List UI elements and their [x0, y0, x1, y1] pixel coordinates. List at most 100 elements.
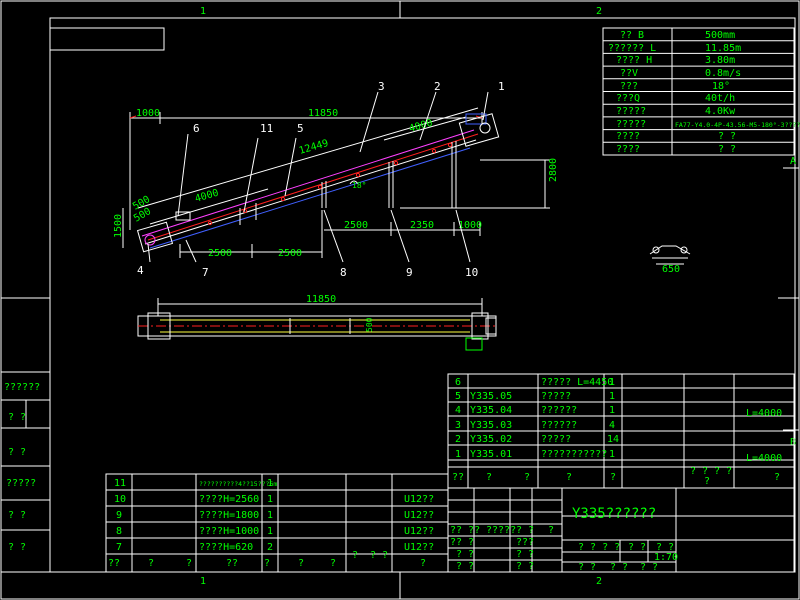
balloon-number: 5: [297, 122, 304, 135]
bom-table-left: 11 ??????????4??15???6m 1 10 ????H=2560 …: [105, 473, 449, 573]
spec-table: ?? B 500mm ?????? L 11.85m ???? H 3.80m …: [602, 27, 800, 156]
margin-label: ??????: [4, 382, 40, 393]
bom-cell: 4: [455, 405, 461, 416]
spec-label: ???Q: [616, 93, 640, 104]
conveyor-plan-view: 11850 500: [137, 294, 497, 351]
bom-table-right: 6 ????? L=4450 1 5 Y335.05 ????? 1 4 Y33…: [447, 373, 795, 489]
bom-header: ??: [108, 558, 120, 569]
dimension-label: 2800: [548, 158, 559, 182]
dimension-label: 11850: [308, 108, 338, 119]
spec-value: 4.0Kw: [705, 106, 736, 117]
bom-header: ? ?: [370, 550, 388, 561]
bom-header: ? ?: [690, 466, 708, 477]
bom-header: ?: [330, 558, 336, 569]
bom-header: ? ?: [714, 466, 732, 477]
title-block-cell: ? ?: [456, 549, 474, 560]
title-block-cell: ? ?: [656, 542, 674, 553]
dimension-label: 2500: [278, 248, 302, 259]
corner-stamp-box: [50, 27, 165, 51]
dimension-label: 2500: [344, 220, 368, 231]
drawing-scale: 1:70: [654, 552, 678, 563]
spec-value: 18°: [712, 81, 730, 92]
bom-cell: 10: [114, 494, 126, 505]
balloon-number: 9: [406, 266, 413, 279]
title-block-cell: ?? ??: [450, 525, 480, 536]
bom-cell: ????H=2560: [199, 494, 259, 505]
title-block-cell: ? ? ? ?: [578, 542, 620, 553]
bom-cell: L=4000: [746, 408, 782, 419]
margin-label: ? ?: [8, 412, 26, 423]
spec-value: 40t/h: [705, 93, 735, 104]
dimension-label: 500: [365, 317, 374, 332]
bom-header: ??: [226, 558, 238, 569]
title-block-cell: ? ?: [516, 549, 534, 560]
spec-value: 11.85m: [705, 43, 741, 54]
bom-cell: ???????????: [541, 449, 607, 460]
bom-cell: 4: [609, 420, 615, 431]
title-block-cell: ? ?: [628, 542, 646, 553]
bom-cell: 5: [455, 391, 461, 402]
bom-cell: Y335.05: [470, 391, 512, 402]
title-block-cell: ?? ?: [450, 537, 474, 548]
bom-cell: 6: [455, 377, 461, 388]
dimension-label: 650: [662, 264, 680, 275]
bom-header: ?: [774, 472, 780, 483]
dimension-label: 1500: [113, 214, 124, 238]
balloon-number: 11: [260, 122, 273, 135]
title-block-cell: ? ?: [640, 562, 658, 573]
bom-cell: U12??: [404, 526, 434, 537]
margin-label: ? ?: [8, 447, 26, 458]
balloon-number: 6: [193, 122, 200, 135]
zone-label: B: [790, 437, 796, 448]
dimension-label: 2350: [410, 220, 434, 231]
bom-cell: ????H=1800: [199, 510, 259, 521]
bom-cell: 1: [267, 510, 273, 521]
title-block-cell: ? ?: [456, 561, 474, 572]
bom-cell: ????? L=4450: [541, 377, 613, 388]
bom-cell: U12??: [404, 494, 434, 505]
bom-header: ?: [264, 558, 270, 569]
dimension-label: 1000: [136, 108, 160, 119]
zone-label: 1: [200, 6, 206, 17]
dimension-label: 12449: [298, 138, 330, 157]
spec-label: ?? B: [620, 30, 644, 41]
balloon-number: 1: [498, 80, 505, 93]
spec-value: ? ?: [718, 144, 736, 155]
title-block-cell: ?: [548, 525, 554, 536]
bom-header: ??: [452, 472, 464, 483]
balloon-number: 10: [465, 266, 478, 279]
bom-cell: 8: [116, 526, 122, 537]
bom-cell: Y335.03: [470, 420, 512, 431]
balloon-number: 2: [434, 80, 441, 93]
spec-label: ????: [616, 144, 640, 155]
bom-header: ?: [566, 472, 572, 483]
bom-header: ?: [610, 472, 616, 483]
bom-cell: U12??: [404, 542, 434, 553]
title-block-cell: ???: [516, 537, 534, 548]
spec-label: ???? H: [616, 55, 652, 66]
spec-value: ? ?: [718, 131, 736, 142]
bom-cell: 1: [609, 449, 615, 460]
bom-cell: Y335.01: [470, 449, 512, 460]
dimension-label: 4000: [408, 118, 434, 135]
spec-value: 3.80m: [705, 55, 735, 66]
bom-cell: 1: [267, 478, 273, 489]
title-block-cell: ? ?: [516, 525, 534, 536]
bom-cell: ??????: [541, 420, 577, 431]
bom-cell: U12??: [404, 510, 434, 521]
spec-value: FA77-Y4.0-4P-43.56-M5-180°-3????: [675, 121, 800, 129]
bom-cell: L=4000: [746, 453, 782, 464]
bom-cell: ????H=1000: [199, 526, 259, 537]
zone-label: 1: [200, 576, 206, 587]
bom-cell: Y335.04: [470, 405, 512, 416]
bom-cell: 14: [607, 434, 619, 445]
bom-header: ?: [704, 476, 710, 487]
spec-label: ???: [620, 81, 638, 92]
spec-label: ?????? L: [608, 43, 656, 54]
idler-cross-section: 650: [649, 245, 691, 275]
bom-header: ?: [524, 472, 530, 483]
title-block-cell: ? ?: [516, 561, 534, 572]
bom-cell: 1: [609, 391, 615, 402]
bom-cell: 2: [455, 434, 461, 445]
